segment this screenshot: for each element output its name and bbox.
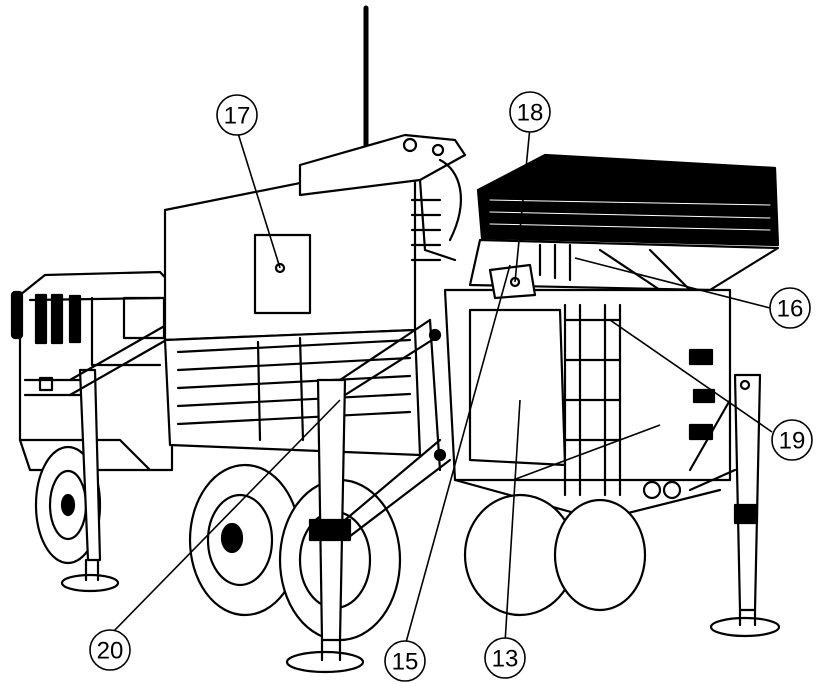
callout-20: 20 xyxy=(89,629,131,671)
front-stabilizer-leg xyxy=(60,318,177,593)
middle-stabilizer-leg xyxy=(285,318,452,674)
radar-antenna-array xyxy=(468,153,780,292)
shelter-body xyxy=(163,158,422,457)
callout-18: 18 xyxy=(509,91,551,133)
callout-13: 13 xyxy=(484,637,526,679)
rear-equipment-box xyxy=(443,263,732,522)
callout-16-label: 16 xyxy=(777,296,804,323)
callout-13-label: 13 xyxy=(492,646,519,673)
boom-arm xyxy=(298,133,467,262)
callout-19: 19 xyxy=(771,419,813,461)
callout-17-label: 17 xyxy=(224,103,251,130)
callout-17: 17 xyxy=(216,94,258,136)
leader-lines xyxy=(109,126,773,647)
rear-wheels xyxy=(188,463,647,642)
callout-20-label: 20 xyxy=(97,638,124,665)
callout-15: 15 xyxy=(384,640,426,682)
callout-15-label: 15 xyxy=(392,649,419,676)
callout-19-label: 19 xyxy=(779,428,806,455)
callout-16: 16 xyxy=(769,287,811,329)
callout-18-label: 18 xyxy=(517,100,544,127)
rear-stabilizer-leg xyxy=(688,373,781,638)
